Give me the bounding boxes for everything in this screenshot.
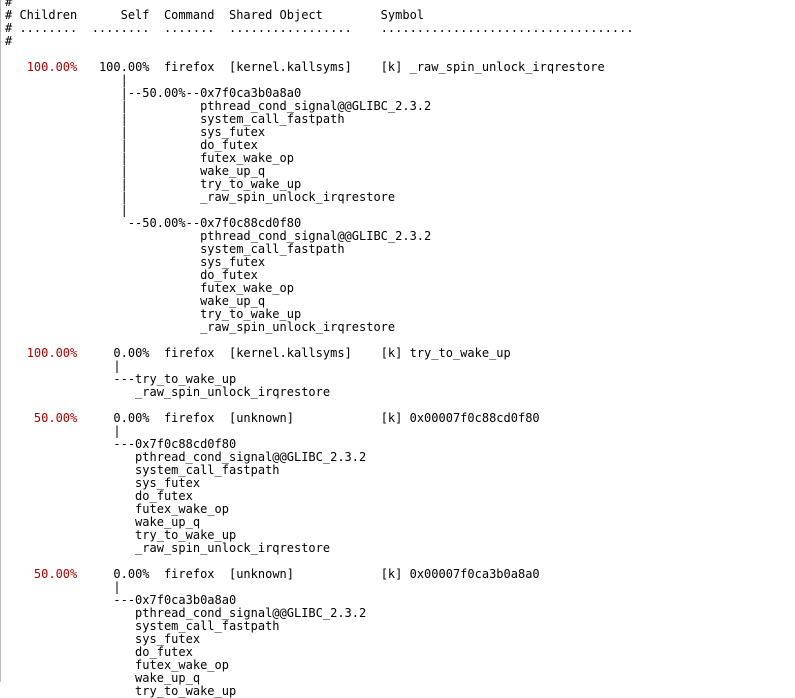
- callchain-line: system_call_fastpath: [5, 619, 280, 633]
- callchain-line: | try_to_wake_up: [5, 177, 302, 191]
- callchain-line: futex_wake_op: [5, 502, 229, 516]
- perf-report-output: ## Children Self Command Shared Object S…: [5, 0, 634, 698]
- callchain-line: | do_futex: [5, 138, 258, 152]
- callchain-line: wake_up_q: [5, 671, 201, 685]
- callchain-line: system_call_fastpath: [5, 463, 280, 477]
- callchain-line: _raw_spin_unlock_irqrestore: [5, 541, 331, 555]
- entry-details: 0.00% firefox [unknown] [k] 0x00007f0ca3…: [77, 567, 540, 581]
- callchain-line: | sys_futex: [5, 125, 266, 139]
- header-comment-line: #: [5, 34, 13, 48]
- callchain-line: sys_futex: [5, 255, 266, 269]
- callchain-line: --50.00%--0x7f0c88cd0f80: [5, 216, 302, 230]
- window-left-edge: [0, 0, 1, 682]
- callchain-line: _raw_spin_unlock_irqrestore: [5, 385, 331, 399]
- callchain-line: wake_up_q: [5, 515, 201, 529]
- callchain-line: sys_futex: [5, 476, 201, 490]
- report-entry-row: 50.00% 0.00% firefox [unknown] [k] 0x000…: [5, 412, 634, 425]
- callchain-line: | pthread_cond_signal@@GLIBC_2.3.2: [5, 99, 432, 113]
- report-entry-row: 50.00% 0.00% firefox [unknown] [k] 0x000…: [5, 568, 634, 581]
- row-indent: [5, 567, 34, 581]
- callchain-line: | _raw_spin_unlock_irqrestore: [5, 190, 396, 204]
- callchain-line: wake_up_q: [5, 294, 266, 308]
- callchain-line: |: [5, 203, 128, 217]
- callchain-line: ---0x7f0c88cd0f80: [5, 437, 237, 451]
- callchain-line: try_to_wake_up: [5, 528, 237, 542]
- callchain-line: pthread_cond_signal@@GLIBC_2.3.2: [5, 229, 432, 243]
- callchain-line: try_to_wake_up: [5, 684, 237, 698]
- children-percent: 100.00%: [26, 60, 78, 74]
- callchain-line: |--50.00%--0x7f0ca3b0a8a0: [5, 86, 302, 100]
- callchain-line: | futex_wake_op: [5, 151, 294, 165]
- entry-details: 0.00% firefox [kernel.kallsyms] [k] try_…: [77, 346, 511, 360]
- header-comment-line: # ........ ........ ....... ............…: [5, 21, 634, 35]
- row-indent: [5, 60, 27, 74]
- column-header: # Children Self Command Shared Object Sy…: [5, 8, 425, 22]
- callchain-line: sys_futex: [5, 632, 201, 646]
- callchain-line: do_futex: [5, 489, 193, 503]
- callchain-line: ---0x7f0ca3b0a8a0: [5, 593, 237, 607]
- children-percent: 100.00%: [26, 346, 78, 360]
- row-indent: [5, 346, 27, 360]
- callchain-line: futex_wake_op: [5, 281, 294, 295]
- callchain-line: system_call_fastpath: [5, 242, 345, 256]
- callchain-line: |: [5, 424, 121, 438]
- callchain-line: _raw_spin_unlock_irqrestore: [5, 320, 396, 334]
- report-entry-row: 100.00% 0.00% firefox [kernel.kallsyms] …: [5, 347, 634, 360]
- entry-details: 100.00% firefox [kernel.kallsyms] [k] _r…: [77, 60, 605, 74]
- callchain-line: |: [5, 73, 128, 87]
- children-percent: 50.00%: [33, 567, 78, 581]
- callchain-line: | wake_up_q: [5, 164, 266, 178]
- callchain-line: ---try_to_wake_up: [5, 372, 237, 386]
- callchain-line: try_to_wake_up: [5, 307, 302, 321]
- entry-details: 0.00% firefox [unknown] [k] 0x00007f0c88…: [77, 411, 540, 425]
- callchain-line: |: [5, 359, 121, 373]
- callchain-line: futex_wake_op: [5, 658, 229, 672]
- callchain-line: pthread_cond_signal@@GLIBC_2.3.2: [5, 606, 367, 620]
- row-indent: [5, 411, 34, 425]
- callchain-line: pthread_cond_signal@@GLIBC_2.3.2: [5, 450, 367, 464]
- callchain-line: |: [5, 580, 121, 594]
- callchain-line: do_futex: [5, 268, 258, 282]
- report-entry-row: 100.00% 100.00% firefox [kernel.kallsyms…: [5, 61, 634, 74]
- header-comment-line: #: [5, 0, 13, 9]
- callchain-line: | system_call_fastpath: [5, 112, 345, 126]
- children-percent: 50.00%: [33, 411, 78, 425]
- callchain-line: do_futex: [5, 645, 193, 659]
